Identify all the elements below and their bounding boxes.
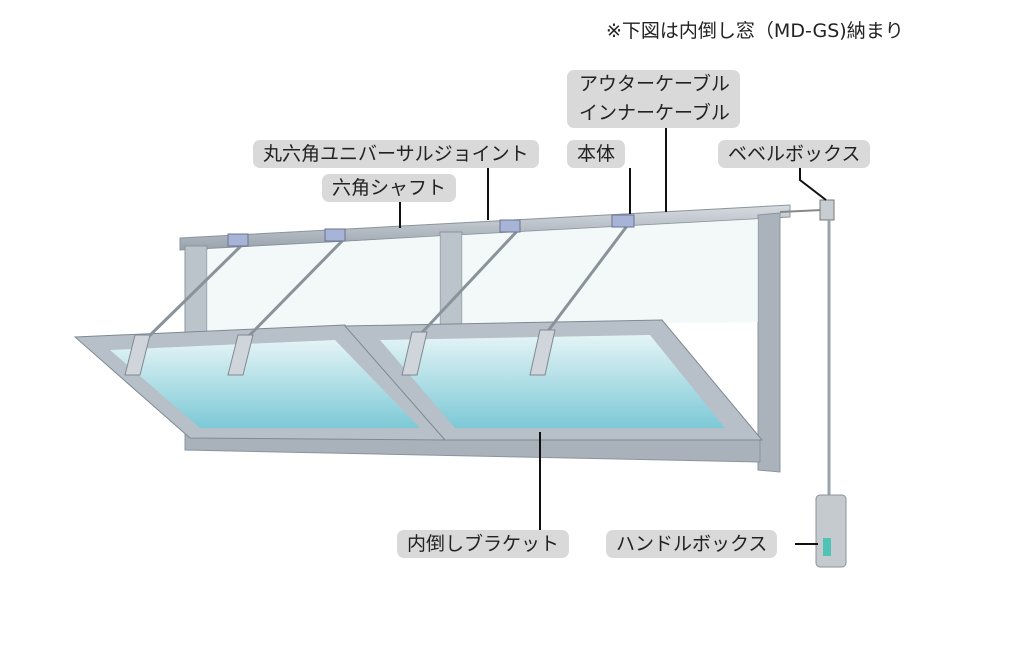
sash-left [73, 324, 447, 441]
handle-box [815, 494, 847, 568]
hex-shaft-label: 六角シャフト [322, 174, 457, 202]
universal-joint-label: 丸六角ユニバーサルジョイント [253, 140, 539, 168]
outer-cable-label: アウターケーブル [579, 73, 730, 95]
bracket-arms [138, 221, 632, 347]
cable-label: アウターケーブル インナーケーブル [567, 70, 740, 128]
diagram-note: ※下図は内倒し窓（MD-GS)納まり [606, 20, 904, 42]
bevel-box-label: ベベルボックス [718, 140, 871, 168]
body-label: 本体 [567, 140, 626, 168]
bevel-box [819, 199, 835, 221]
bracket-label: 内倒しブラケット [397, 530, 570, 558]
leader-lines [399, 128, 827, 545]
handle-box-label: ハンドルボックス [606, 530, 778, 558]
inner-cable-label: インナーケーブル [579, 102, 730, 124]
body-units [227, 214, 635, 247]
brackets [124, 329, 556, 376]
sash-right [343, 319, 764, 441]
